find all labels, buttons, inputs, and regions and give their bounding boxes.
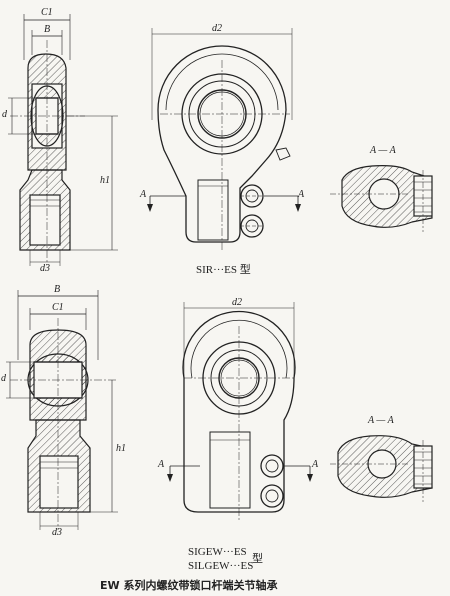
top-section-mark-right: A (298, 189, 305, 200)
bottom-caption-line2: SILGEW···ES (188, 560, 254, 572)
top-section-title: A — A (370, 145, 396, 156)
figure-title: EW 系列内螺纹带锁口杆端关节轴承 (100, 579, 278, 592)
top-dim-c1: C1 (41, 7, 53, 18)
bottom-section-title: A — A (368, 415, 394, 426)
bottom-dim-b: B (54, 284, 61, 295)
bottom-dim-h1: h1 (116, 443, 126, 454)
top-section-mark-left: A (140, 189, 147, 200)
bottom-dim-d3: d3 (52, 527, 62, 538)
bottom-section-a-a (330, 435, 433, 502)
bottom-caption-line1: SIGEW···ES (188, 546, 247, 558)
top-side-section-view (8, 14, 118, 266)
top-front-view (147, 28, 301, 250)
bottom-section-mark-left: A (158, 459, 165, 470)
bottom-side-section-view (6, 290, 118, 530)
top-caption: SIR···ES 型 (196, 264, 251, 276)
top-dim-h1: h1 (100, 175, 110, 186)
bottom-front-view (167, 302, 313, 520)
top-dim-d3: d3 (40, 263, 50, 274)
bottom-dim-d: d (1, 373, 6, 384)
bottom-dim-c1: C1 (52, 302, 64, 313)
bottom-caption-type: 型 (252, 553, 263, 565)
top-dim-b: B (44, 24, 51, 35)
top-dim-d2: d2 (212, 23, 222, 34)
top-section-a-a (330, 165, 433, 232)
bottom-dim-d2: d2 (232, 297, 242, 308)
bottom-section-mark-right: A (312, 459, 319, 470)
top-dim-d: d (2, 109, 7, 120)
